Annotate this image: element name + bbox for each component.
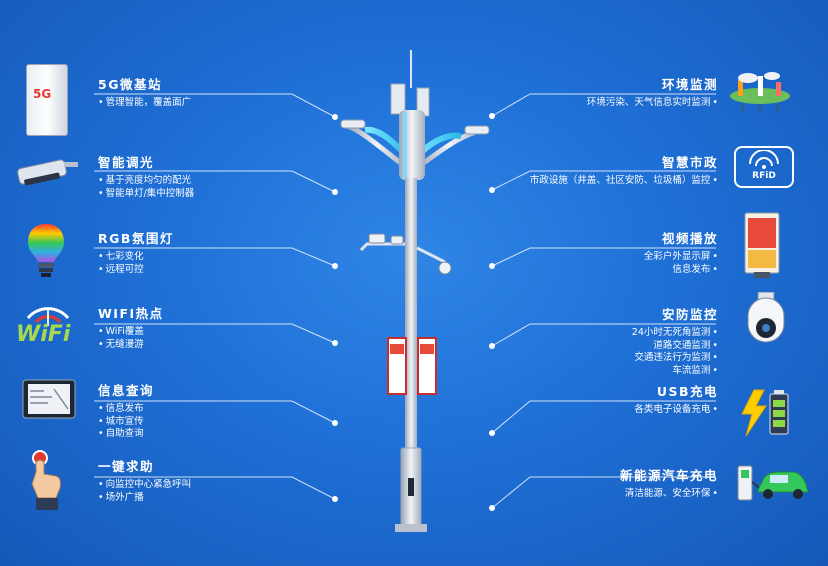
feature-line: 基于亮度均匀的配光: [98, 175, 194, 188]
feature-line: 市政设施（井盖、社区安防、垃圾桶）监控: [530, 175, 718, 188]
connector-rgb: [94, 247, 336, 267]
feature-municipal: 智慧市政 市政设施（井盖、社区安防、垃圾桶）监控: [530, 152, 718, 188]
feature-line: 向监控中心紧急呼叫: [98, 479, 192, 492]
feature-line: 信息发布: [644, 264, 718, 277]
feature-line: 24小时无死角监测: [632, 327, 718, 340]
connector-sos: [94, 476, 336, 500]
feature-title: USB充电: [656, 384, 718, 399]
feature-line: 全彩户外显示屏: [644, 251, 718, 264]
feature-line: 无缝漫游: [98, 339, 164, 352]
feature-security: 安防监控 24小时无死角监测 道路交通监测 交通违法行为监测 车流监测: [632, 304, 718, 377]
connector-video: [491, 247, 716, 267]
feature-title: 一键求助: [98, 459, 155, 474]
connector-wifi: [94, 323, 336, 344]
feature-line: 道路交通监测: [632, 340, 718, 353]
feature-line: 车流监测: [632, 365, 718, 378]
tablet-icon: [22, 379, 76, 419]
feature-title: 安防监控: [661, 307, 718, 322]
connector-5g: [94, 93, 336, 118]
feature-dimming: 智能调光 基于亮度均匀的配光 智能单灯/集中控制器: [98, 152, 194, 200]
street-light-icon: [17, 159, 78, 186]
feature-line: 自助查询: [98, 428, 154, 441]
feature-line: 城市宣传: [98, 416, 154, 429]
feature-title: 信息查询: [98, 383, 155, 398]
wifi-icon: WiFi: [12, 300, 84, 348]
5g-base-station-icon: 5G: [26, 64, 68, 136]
feature-line: 清洁能源、安全环保: [620, 488, 718, 501]
connector-env: [491, 93, 716, 117]
usb-charging-icon: [741, 389, 789, 437]
connector-municipal: [491, 170, 716, 191]
feature-title: RGB氛围灯: [98, 231, 174, 246]
rgb-bulb-icon: [28, 224, 64, 277]
feature-title: 环境监测: [661, 77, 718, 92]
feature-sos: 一键求助 向监控中心紧急呼叫 场外广播: [98, 456, 191, 504]
feature-line: 交通违法行为监测: [632, 352, 718, 365]
cctv-camera-icon: [747, 292, 785, 343]
feature-info-query: 信息查询 信息发布 城市宣传 自助查询: [98, 380, 154, 441]
feature-line: 七彩变化: [98, 251, 174, 264]
feature-title: 智能调光: [98, 155, 155, 170]
ev-charging-icon: [737, 465, 809, 501]
connector-usb: [491, 400, 716, 434]
feature-line: 信息发布: [98, 403, 154, 416]
rfid-icon: RFiD: [734, 146, 794, 188]
rfid-label: RFiD: [752, 171, 776, 181]
feature-title: 5G微基站: [98, 77, 162, 92]
feature-title: 视频播放: [661, 231, 718, 246]
feature-title: 智慧市政: [661, 155, 718, 170]
display-screen-icon: [744, 212, 780, 278]
feature-line: WiFi覆盖: [98, 326, 164, 339]
5g-label: 5G: [33, 87, 52, 101]
feature-title: 新能源汽车充电: [619, 468, 718, 483]
feature-5g: 5G微基站 管理智能，覆盖面广: [98, 74, 191, 110]
feature-usb: USB充电 各类电子设备充电: [634, 381, 718, 417]
feature-line: 各类电子设备充电: [634, 404, 718, 417]
feature-line: 环境污染、天气信息实时监测: [587, 97, 718, 110]
feature-rgb: RGB氛围灯 七彩变化 远程可控: [98, 228, 174, 276]
feature-line: 场外广播: [98, 492, 191, 505]
feature-line: 智能单灯/集中控制器: [98, 188, 195, 201]
connector-dimming: [94, 170, 336, 193]
feature-wifi: WIFI热点 WiFi覆盖 无缝漫游: [98, 303, 164, 351]
connector-security: [491, 323, 716, 347]
sos-button-icon: [31, 450, 61, 510]
feature-ev-charging: 新能源汽车充电 清洁能源、安全环保: [620, 465, 718, 501]
environment-icon: [730, 72, 790, 113]
feature-line: 管理智能，覆盖面广: [98, 97, 192, 110]
feature-title: WIFI热点: [98, 306, 164, 321]
connector-ev: [491, 476, 716, 509]
feature-environment: 环境监测 环境污染、天气信息实时监测: [587, 74, 718, 110]
wifi-label: WiFi: [16, 322, 71, 347]
connector-info: [94, 400, 336, 424]
feature-line: 远程可控: [98, 264, 174, 277]
feature-video: 视频播放 全彩户外显示屏 信息发布: [644, 228, 718, 276]
smart-pole-illustration: [340, 50, 490, 532]
